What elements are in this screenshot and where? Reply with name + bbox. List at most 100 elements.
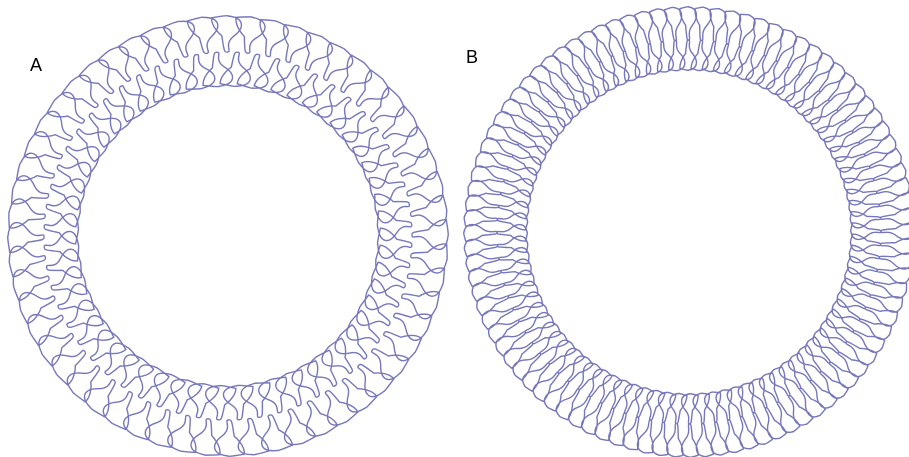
inner-lobe <box>540 332 568 355</box>
inner-lobe <box>557 92 581 119</box>
inner-lobe <box>802 100 829 124</box>
outer-lobe <box>464 210 497 226</box>
inner-lobe <box>322 338 352 373</box>
inner-lobe <box>188 384 219 418</box>
outer-lobe <box>828 73 855 101</box>
outer-lobe <box>739 14 755 47</box>
outer-lobe <box>623 417 639 450</box>
inner-lobe <box>67 300 103 327</box>
outer-lobe <box>682 424 699 457</box>
outer-lobe <box>520 76 549 102</box>
outer-lobe <box>482 308 513 329</box>
inner-lobe <box>276 370 303 406</box>
outer-lobe <box>829 362 858 388</box>
outer-lobe <box>98 47 131 81</box>
inner-lobe <box>501 190 531 208</box>
inner-lobe <box>658 392 675 422</box>
outer-lobe <box>67 366 99 402</box>
inner-lobe <box>375 194 410 223</box>
outer-lobe <box>464 225 497 242</box>
outer-lobe <box>877 268 909 284</box>
inner-lobe <box>186 55 215 90</box>
outer-lobe <box>665 7 682 40</box>
inner-lobe <box>702 42 719 72</box>
panel-a: A <box>0 0 450 457</box>
outer-lobe <box>504 343 533 369</box>
outer-lobe <box>777 402 800 432</box>
outer-lobe <box>163 21 194 57</box>
inner-lobe <box>91 330 126 360</box>
inner-lobe <box>497 236 527 252</box>
inner-lobe <box>693 393 709 423</box>
inner-lobe <box>548 101 573 127</box>
inner-lobe <box>539 111 565 136</box>
outer-lobe <box>533 372 559 401</box>
outer-lobe <box>859 121 889 144</box>
inner-lobe <box>779 360 800 389</box>
panel-b: B <box>455 0 909 457</box>
outer-lobe <box>652 422 668 455</box>
inner-lobe <box>137 75 164 111</box>
inner-lobe <box>154 373 185 407</box>
inner-lobe <box>154 66 181 102</box>
inner-lobe <box>365 279 399 310</box>
inner-lobe <box>330 112 365 142</box>
inner-lobe <box>713 44 731 74</box>
outer-lobe <box>407 171 443 202</box>
outer-lobe <box>341 55 372 92</box>
outer-lobe <box>13 270 49 301</box>
outer-lobe <box>468 180 501 196</box>
inner-lobe <box>577 75 598 104</box>
inner-lobe <box>44 214 78 244</box>
inner-lobe <box>805 337 830 363</box>
outer-lobe <box>496 332 526 356</box>
outer-lobe <box>592 25 613 56</box>
outer-lobe <box>47 92 84 123</box>
lobed-ring-diagram-b <box>455 0 909 457</box>
outer-lobe <box>865 135 896 156</box>
outer-lobe <box>765 408 786 439</box>
outer-lobe <box>837 84 865 111</box>
outer-lobe <box>489 320 519 343</box>
inner-lobe <box>647 390 665 420</box>
inner-lobe <box>568 356 593 382</box>
outer-lobe <box>845 96 874 122</box>
inner-lobe <box>850 212 880 228</box>
inner-lobe <box>237 54 268 88</box>
inner-lobe <box>532 322 561 343</box>
inner-lobe <box>785 82 810 108</box>
outer-lobe <box>820 371 848 398</box>
inner-lobe <box>810 110 838 133</box>
outer-lobe <box>874 282 907 298</box>
inner-lobe <box>57 162 91 193</box>
inner-lobe <box>104 99 134 134</box>
outer-lobe <box>356 70 388 106</box>
inner-lobe <box>206 386 236 420</box>
inner-lobe <box>47 249 82 278</box>
outer-lobe <box>262 415 293 451</box>
inner-lobe <box>817 120 846 141</box>
inner-lobe <box>353 145 389 172</box>
inner-lobe <box>518 143 546 164</box>
outer-lobe <box>84 380 115 417</box>
inner-lobe <box>241 383 270 418</box>
outer-lobe <box>800 388 826 417</box>
inner-lobe <box>499 201 529 218</box>
outer-lobe <box>358 364 394 396</box>
outer-lobe <box>710 9 726 42</box>
inner-lobe <box>77 129 109 162</box>
outer-lobe <box>637 420 653 453</box>
outer-lobe <box>466 195 499 211</box>
outer-lobe <box>541 56 568 84</box>
outer-lobe <box>372 349 409 380</box>
inner-lobe <box>600 375 621 403</box>
inner-lobe <box>378 228 412 258</box>
outer-lobe <box>523 363 550 391</box>
outer-lobe <box>325 391 358 425</box>
inner-lobe <box>46 196 80 227</box>
inner-lobe <box>58 284 94 311</box>
inner-lobe <box>220 52 250 86</box>
outer-lobe <box>342 378 377 411</box>
outer-lobe <box>725 11 741 44</box>
outer-lobe <box>879 253 909 269</box>
